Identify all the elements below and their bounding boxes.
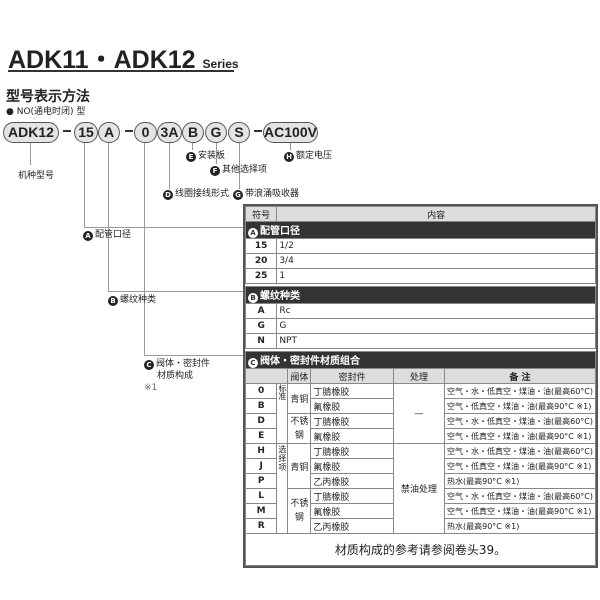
badge-e-icon: E (186, 152, 196, 162)
leader-line (239, 143, 240, 189)
type-note: ● NO(通电时闭) 型 (6, 107, 86, 117)
leader-line (144, 355, 243, 356)
leader-line (108, 291, 243, 292)
dash (63, 130, 71, 132)
col-header-code: 符号 (244, 206, 278, 222)
badge-c-icon: C (144, 360, 154, 370)
leader-line (108, 143, 109, 291)
leader-line (192, 143, 193, 150)
model-part-thread: A (98, 122, 120, 143)
model-part-voltage: AC100V (263, 122, 318, 143)
badge-h-icon: H (284, 152, 294, 162)
badge-a-icon: A (83, 231, 93, 241)
page-title: ADK11・ADK12 Series (8, 40, 239, 76)
section-heading: 型号表示方法 (6, 89, 90, 105)
leader-line (169, 143, 170, 189)
leader-line (144, 143, 145, 355)
badge-b-icon: B (108, 296, 118, 306)
badge-g-icon: G (233, 190, 243, 200)
table-footer-note: 材质构成的参考请参阅卷头39。 (245, 533, 596, 566)
model-part-material: 0 (134, 122, 157, 143)
dash (254, 130, 262, 132)
leader-line (30, 143, 31, 165)
badge-d-icon: D (163, 190, 173, 200)
title-main: ADK11・ADK12 (8, 46, 196, 74)
badge-f-icon: F (210, 166, 220, 176)
model-part-surge: S (228, 122, 250, 143)
title-rule (8, 70, 234, 72)
leader-line (216, 143, 217, 164)
badge-c-icon: C (248, 358, 258, 368)
model-part-series: ADK12 (3, 122, 59, 143)
model-part-wiring: 3A (157, 122, 182, 143)
leader-line (84, 227, 243, 228)
leader-line (290, 143, 291, 150)
col-header-content: 内容 (276, 206, 596, 222)
label-machine: 机种型号 (18, 171, 55, 181)
model-part-option: G (205, 122, 227, 143)
badge-b-icon: B (248, 293, 258, 303)
model-part-port: 15 (74, 122, 98, 143)
leader-line (84, 143, 85, 227)
badge-a-icon: A (248, 228, 258, 238)
dash (125, 130, 133, 132)
title-series: Series (202, 57, 239, 71)
model-part-bracket: B (182, 122, 204, 143)
